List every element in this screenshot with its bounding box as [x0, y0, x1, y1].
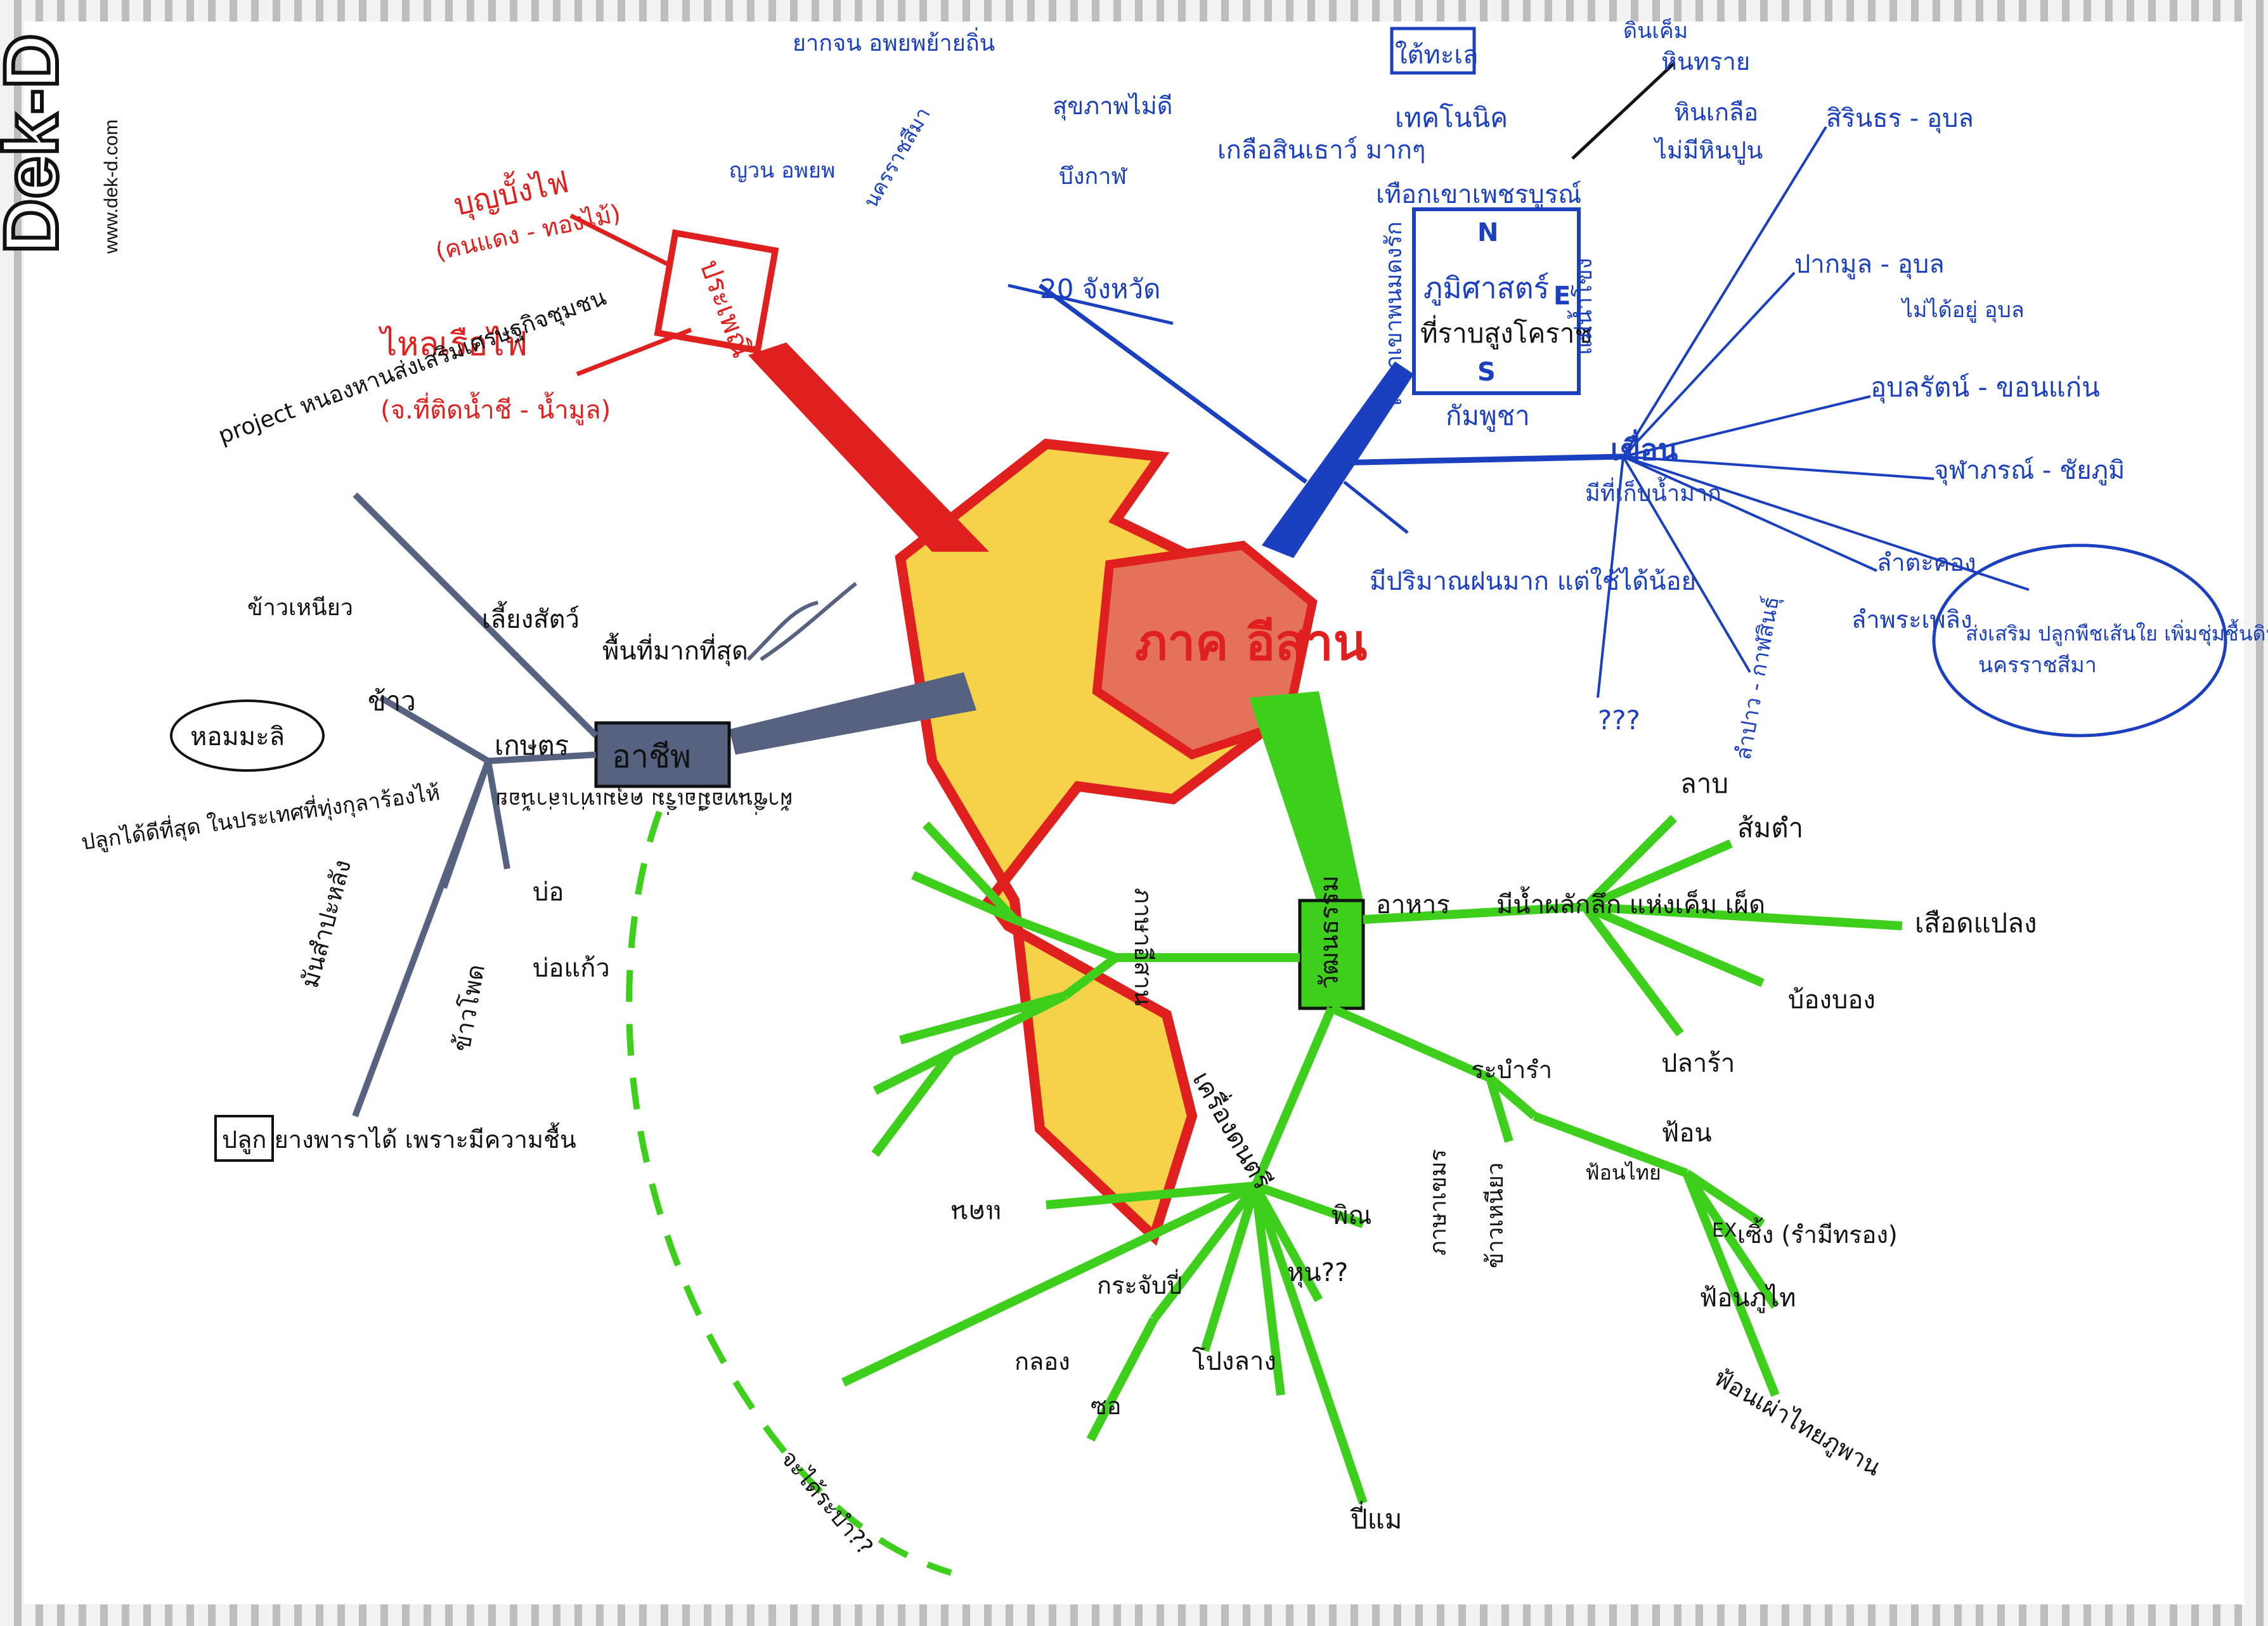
dam-d4: อุบลรัตน์ - ขอนแก่น [1870, 372, 2100, 404]
geo-title: ภูมิศาสตร์ [1423, 271, 1549, 306]
green-fonthai: ฟ้อนไทย [1585, 1161, 1661, 1185]
green-main-branch [1249, 691, 1363, 907]
green-sor: ซอ [1091, 1392, 1122, 1420]
green-laab2: มีน้ำผลักลึก แห่งเค็ม เผ็ด [1496, 886, 1765, 920]
red-lai-note: (จ.ที่ติดน้ำชี - น้ำมูล) [380, 391, 611, 425]
watermark-brand: Dek-D [0, 34, 74, 254]
slate-title: อาชีพ [612, 738, 691, 775]
provinces-nakhon: นครราชสีมา [859, 103, 935, 212]
geo-salt: เกลือสินเธาว์ มากๆ [1217, 136, 1425, 165]
green-sausage: เสือดแปลง [1915, 907, 2037, 939]
dam-d5: จุฬาภรณ์ - ชัยภูมิ [1934, 456, 2125, 486]
green-ponglang: โปงลาง [1192, 1347, 1276, 1376]
geo-sub: ที่ราบสูงโคราช [1420, 315, 1593, 349]
slate-pond: บ่อ [533, 878, 564, 907]
green-lang: ภาษาอีสาน [1129, 888, 1157, 1006]
slate-project: project หนองหานส่งเสริมเศรษฐกิจชุมชน [215, 284, 610, 450]
rubber-box [214, 1115, 274, 1162]
green-lap: ลาบ [1680, 768, 1728, 799]
geo-range: เทือกเขาพนมดงรัก [1381, 221, 1407, 406]
geo-rain: มีปริมาณฝนมาก แต่ใช้ได้น้อย [1370, 566, 1696, 596]
geo-phetchabun: เทือกเขาเพชรบูรณ์ [1376, 180, 1581, 209]
slate-largest: พื้นที่มากที่สุด [602, 632, 748, 667]
dam-d10: ลำปาว - กาฬสินธุ์ [1730, 594, 1784, 762]
green-prei: ภาษาเขมร [1425, 1149, 1451, 1256]
provinces-seek: ญวน อพยพ [729, 158, 835, 183]
green-title: วัฒนธรรม [1315, 875, 1344, 989]
green-fon2: ฟ้อนภูไท [1699, 1284, 1796, 1313]
green-fon: ฟ้อน [1661, 1119, 1712, 1148]
dam-d7: ลำพระเพลิง [1851, 606, 1972, 634]
geo-s: S [1477, 358, 1496, 387]
green-pin: พิณ [1332, 1201, 1371, 1230]
slate-main-branch [729, 672, 976, 755]
geo-tip1: ดินเค็ม [1623, 18, 1688, 44]
red-title-box [654, 229, 779, 354]
slate-sticky: ข้าวเหนียว [247, 595, 353, 621]
paper-sheet [24, 22, 2244, 1604]
geo-tip4: ไม่มีหินปูน [1653, 136, 1763, 165]
red-title: ประเพณี [693, 256, 758, 362]
dam-d3: ไม่ได้อยู่ อุบล [1900, 297, 2025, 323]
watermark-site: www.dek-d.com [101, 119, 122, 254]
dam-d6: ลำตะคอง [1877, 549, 1976, 576]
provinces-bueng: บึงกาฬ [1059, 164, 1127, 190]
provinces-poor: ยากจน อพยพย้ายถิ่น [793, 27, 995, 56]
geo-tip2: หินทราย [1661, 48, 1750, 75]
green-krajap: กระจับปี่ [1097, 1269, 1182, 1299]
slate-livestock: เลี้ยงสัตว์ [482, 601, 580, 634]
green-kham: ข้าวเหนียว [1482, 1162, 1508, 1268]
dam-d2: ปากมูล - อุบล [1794, 250, 1945, 280]
jasmine-cloud [170, 699, 325, 772]
geo-box [1412, 207, 1581, 395]
green-dance: ระบำรำ [1471, 1056, 1552, 1084]
provinces-soil: สุขภาพไม่ดี [1053, 92, 1172, 120]
geo-tip3: หินเกลือ [1674, 98, 1758, 126]
geo-south: ใต้ทะเล [1395, 40, 1479, 70]
green-pipe: ปี่แม [1350, 1501, 1403, 1535]
green-bong: บ้องบอง [1788, 985, 1876, 1015]
slate-corn: ข้าวโพด [448, 962, 490, 1053]
south-box [1390, 27, 1476, 75]
green-hun: หุน?? [1287, 1258, 1348, 1288]
slate-agri: เกษตร [495, 730, 569, 761]
green-serng: เซิ้ง (รำมีทรอง) [1737, 1217, 1898, 1249]
green-pla: ปลาร้า [1661, 1049, 1735, 1078]
slate-jasmine: หอมมะลิ [190, 722, 285, 751]
dam-d1: สิรินธร - อุบล [1826, 104, 1974, 134]
green-khaen: แคน [951, 1199, 1002, 1228]
slate-cassava: มันสำปะหลัง [295, 857, 356, 991]
green-food: อาหาร [1376, 890, 1450, 920]
provinces-label: 20 จังหวัด [1040, 273, 1160, 304]
dam-note-cloud [1932, 543, 2227, 738]
green-music: เครื่องดนตรี [1186, 1065, 1280, 1195]
geo-technic: เทคโนนิค [1395, 102, 1508, 133]
dam-d9: ส่งเสริม ปลูกพืชเส้นใย เพิ่มชุ่มชื้นดิน [1966, 619, 2268, 646]
green-silk: ผ้าซิ่นทอมือเริ่ม คลุมเท่าเล่าน้อย [496, 787, 793, 815]
slate-rice: ข้าว [368, 686, 416, 717]
green-dashed-arc [626, 810, 952, 1576]
geo-kampucha: กัมพูชา [1446, 400, 1530, 432]
red-lai: ไหลเรือไฟ [378, 325, 528, 363]
slate-pond2: บ่อแก้ว [533, 954, 610, 983]
green-somtam: ส้มตำ [1737, 812, 1803, 843]
slate-rubber: ปลูก ยางพาราได้ เพราะมีความชื้น [222, 1122, 576, 1154]
green-klong: กลอง [1014, 1348, 1070, 1376]
dam-d8: นครราชสีมา [1978, 653, 2097, 678]
red-main-branch [748, 342, 989, 552]
blue-main-branch [1262, 361, 1414, 558]
slate-best: ปลูกได้ดีที่สุด ในประเทศที่ทุ่งกุลาร้องไ… [79, 777, 441, 855]
green-ex: EX [1712, 1220, 1737, 1242]
geo-n: N [1477, 218, 1498, 247]
green-fon3: ฟ้อนเผ่าไทยภูพาน [1709, 1363, 1886, 1482]
dek-d-watermark: Dek-D www.dek-d.com [0, 32, 122, 256]
geo-e: E [1553, 282, 1571, 311]
green-what: จะได้ระบำ?? [775, 1445, 878, 1561]
center-label: ภาค อีสาน [1135, 615, 1367, 672]
geo-mekong: แม่น้ำโขง [1567, 258, 1597, 355]
dam-d11: ??? [1598, 705, 1640, 736]
